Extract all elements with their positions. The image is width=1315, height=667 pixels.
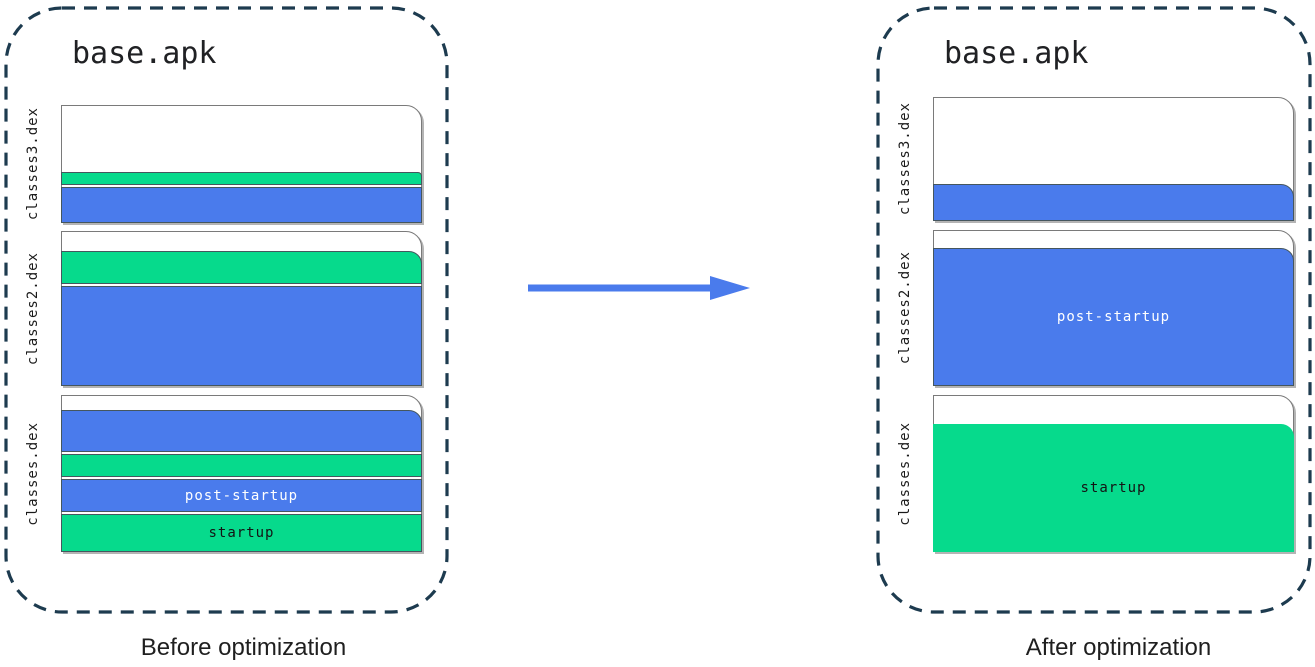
startup-code-segment: startup bbox=[61, 514, 422, 552]
startup-code-segment bbox=[61, 454, 422, 477]
dex-file-page: post-startup bbox=[933, 230, 1294, 386]
segment-label: startup bbox=[208, 525, 275, 541]
post-startup-code-segment bbox=[61, 286, 422, 386]
dex-file-row: classes.dex startup bbox=[876, 395, 1312, 552]
free-space-segment bbox=[934, 396, 1293, 422]
free-space-segment bbox=[934, 98, 1293, 182]
post-startup-code-segment bbox=[61, 187, 422, 223]
segment-label: post-startup bbox=[184, 487, 299, 504]
startup-code-segment bbox=[61, 172, 422, 185]
dex-files-column: classes3.dex classes2.dex classes.dex post-… bbox=[4, 6, 449, 552]
free-space-segment bbox=[62, 396, 421, 408]
post-startup-code-segment: post-startup bbox=[933, 248, 1294, 386]
post-startup-code-segment bbox=[61, 410, 422, 452]
after-caption: After optimization bbox=[1025, 634, 1212, 661]
transformation-arrow-icon bbox=[528, 276, 750, 300]
free-space-segment bbox=[62, 106, 421, 170]
free-space-segment bbox=[62, 232, 421, 249]
dex-file-row: classes3.dex bbox=[876, 97, 1312, 221]
segment-label: startup bbox=[1080, 480, 1147, 496]
dex-file-name-label: classes2.dex bbox=[24, 251, 41, 366]
dex-file-name-label: classes2.dex bbox=[896, 251, 913, 365]
dex-file-row: classes2.dex post-startup bbox=[876, 230, 1312, 386]
apk-title: base.apk bbox=[72, 36, 217, 71]
post-startup-code-segment: post-startup bbox=[61, 479, 422, 512]
dex-file-page bbox=[933, 97, 1294, 221]
dex-file-name-label: classes.dex bbox=[24, 421, 41, 526]
dex-file-row: classes3.dex bbox=[4, 105, 449, 223]
segment-label: post-startup bbox=[1056, 309, 1171, 325]
free-space-segment bbox=[934, 231, 1293, 246]
post-startup-code-segment bbox=[933, 184, 1294, 221]
dex-file-page: post-startup startup bbox=[61, 395, 422, 552]
dex-file-page bbox=[61, 231, 422, 386]
dex-file-name-label: classes3.dex bbox=[24, 107, 41, 221]
dex-file-row: classes.dex post-startup startup bbox=[4, 395, 449, 552]
dashed-container-border bbox=[876, 6, 1312, 614]
apk-title: base.apk bbox=[944, 36, 1089, 71]
dex-file-page bbox=[61, 105, 422, 223]
dex-file-name-label: classes.dex bbox=[896, 421, 913, 526]
dashed-container-border bbox=[4, 6, 449, 614]
dex-file-page: startup bbox=[933, 395, 1294, 552]
dex-file-name-label: classes3.dex bbox=[896, 102, 913, 216]
after-optimization-panel: base.apk classes3.dex classes2.dex post-st… bbox=[876, 6, 1312, 614]
startup-code-segment: startup bbox=[933, 424, 1294, 552]
dex-file-row: classes2.dex bbox=[4, 231, 449, 386]
before-caption: Before optimization bbox=[140, 634, 347, 661]
startup-code-segment bbox=[61, 251, 422, 284]
